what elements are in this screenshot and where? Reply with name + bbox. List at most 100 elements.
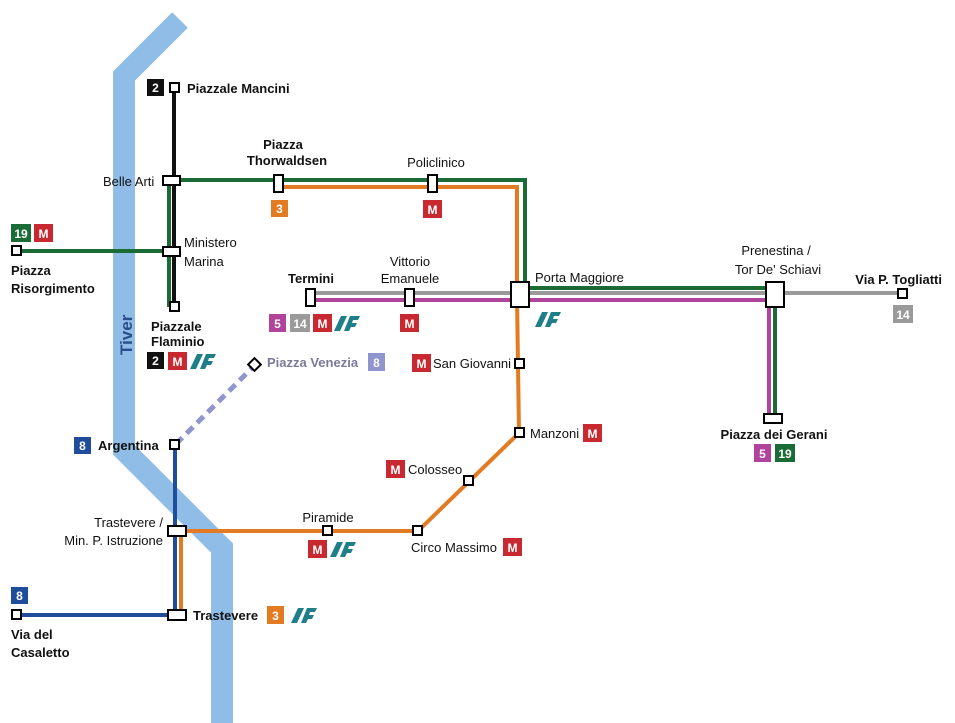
- station-piazzale-mancini[interactable]: [169, 82, 180, 93]
- label-piazzale-flaminio-2: Flaminio: [151, 334, 205, 349]
- station-manzoni[interactable]: [514, 427, 525, 438]
- line-badge-5: [754, 444, 771, 462]
- metro-m-icon: M: [400, 314, 419, 332]
- line-badge-14: [893, 305, 913, 323]
- line-badge-19-text: 19: [14, 227, 28, 241]
- station-prenestina[interactable]: [765, 281, 785, 308]
- label-piazza-thorwaldsen-1: Piazza: [263, 137, 304, 152]
- label-policlinico: Policlinico: [407, 155, 465, 170]
- svg-text:M: M: [428, 203, 438, 217]
- svg-text:M: M: [588, 427, 598, 441]
- line-badge-8-text: 8: [373, 356, 380, 370]
- station-piazza-dei-gerani[interactable]: [763, 413, 783, 424]
- station-belle-arti[interactable]: [162, 175, 181, 186]
- fs-rail-icon: [330, 542, 356, 557]
- line-badge-5-text: 5: [759, 447, 766, 461]
- line-badge-2: [147, 79, 164, 96]
- line-badge-14: [290, 314, 310, 332]
- label-piazza-thorwaldsen-2: Thorwaldsen: [247, 153, 327, 168]
- svg-text:M: M: [405, 317, 415, 331]
- label-piazzale-mancini: Piazzale Mancini: [187, 81, 290, 96]
- label-prenestina-2: Tor De' Schiavi: [735, 262, 821, 277]
- label-trastevere-min-1: Trastevere /: [94, 515, 163, 530]
- label-via-del-casaletto-1: Via del: [11, 627, 53, 642]
- label-ministero-2: Marina: [184, 254, 225, 269]
- label-vittorio-emanuele-2: Emanuele: [381, 271, 440, 286]
- metro-m-icon: M: [386, 460, 405, 478]
- station-piramide[interactable]: [322, 525, 333, 536]
- label-piazzale-flaminio-1: Piazzale: [151, 319, 202, 334]
- svg-text:M: M: [391, 463, 401, 477]
- station-piazza-risorgimento[interactable]: [11, 245, 22, 256]
- station-piazza-venezia[interactable]: [246, 356, 263, 373]
- line-badge-19: [775, 444, 795, 462]
- fs-rail-icon: [190, 354, 216, 369]
- station-argentina[interactable]: [169, 439, 180, 450]
- station-vittorio-emanuele[interactable]: [404, 288, 415, 307]
- station-trastevere-min[interactable]: [167, 525, 187, 537]
- line-badge-19: [11, 224, 31, 242]
- fs-rail-icon: [334, 316, 360, 331]
- label-via-del-casaletto-2: Casaletto: [11, 645, 70, 660]
- river-tiber: [113, 12, 233, 723]
- line-badge-8: [11, 587, 28, 604]
- metro-m-icon: M: [412, 354, 431, 372]
- metro-m-icon: M: [34, 224, 53, 242]
- station-termini[interactable]: [305, 288, 316, 307]
- svg-text:M: M: [313, 543, 323, 557]
- label-piazza-risorgimento-2: Risorgimento: [11, 281, 95, 296]
- station-colosseo[interactable]: [463, 475, 474, 486]
- label-ministero-1: Ministero: [184, 235, 237, 250]
- label-vittorio-emanuele-1: Vittorio: [390, 254, 430, 269]
- line-badge-2-text: 2: [152, 81, 159, 95]
- label-manzoni: Manzoni: [530, 426, 579, 441]
- station-circo-massimo[interactable]: [412, 525, 423, 536]
- line-badge-8: [368, 353, 385, 371]
- station-via-del-casaletto[interactable]: [11, 609, 22, 620]
- metro-m-icon: M: [313, 314, 332, 332]
- label-piramide: Piramide: [302, 510, 353, 525]
- line-badge-19-text: 19: [778, 447, 792, 461]
- station-porta-maggiore[interactable]: [510, 281, 530, 308]
- station-piazza-thorwaldsen[interactable]: [273, 174, 284, 193]
- line-badge-2-text: 2: [152, 354, 159, 368]
- line-badge-3: [271, 200, 288, 217]
- label-circo-massimo: Circo Massimo: [411, 540, 497, 555]
- line-badge-14-text: 14: [896, 308, 910, 322]
- line-19-route: [17, 178, 777, 418]
- svg-text:M: M: [39, 227, 49, 241]
- station-san-giovanni[interactable]: [514, 358, 525, 369]
- svg-text:M: M: [417, 357, 427, 371]
- line-badge-8-text: 8: [16, 589, 23, 603]
- line-badge-8-text: 8: [79, 439, 86, 453]
- metro-m-icon: M: [583, 424, 602, 442]
- line-badge-3: [267, 606, 284, 624]
- station-via-togliatti[interactable]: [897, 288, 908, 299]
- line-badge-14-text: 14: [293, 317, 307, 331]
- station-ministero-marina[interactable]: [162, 246, 181, 257]
- station-piazzale-flaminio[interactable]: [169, 301, 180, 312]
- line-badge-5-text: 5: [274, 317, 281, 331]
- label-piazza-risorgimento-1: Piazza: [11, 263, 52, 278]
- label-via-togliatti: Via P. Togliatti: [855, 272, 942, 287]
- label-trastevere: Trastevere: [193, 608, 258, 623]
- line-8-planned-route: [174, 363, 257, 446]
- label-piazza-venezia: Piazza Venezia: [267, 355, 359, 370]
- label-piazza-dei-gerani: Piazza dei Gerani: [721, 427, 828, 442]
- label-trastevere-min-2: Min. P. Istruzione: [64, 533, 163, 548]
- svg-text:M: M: [173, 355, 183, 369]
- station-policlinico[interactable]: [427, 174, 438, 193]
- line-badge-5: [269, 314, 286, 332]
- label-argentina: Argentina: [98, 438, 159, 453]
- label-prenestina-1: Prenestina /: [741, 243, 811, 258]
- svg-text:M: M: [508, 541, 518, 555]
- line-badge-3-text: 3: [276, 202, 283, 216]
- label-colosseo: Colosseo: [408, 462, 462, 477]
- line-badge-3-text: 3: [272, 609, 279, 623]
- label-san-giovanni: San Giovanni: [433, 356, 511, 371]
- svg-text:M: M: [318, 317, 328, 331]
- label-porta-maggiore: Porta Maggiore: [535, 270, 624, 285]
- station-trastevere[interactable]: [167, 609, 187, 621]
